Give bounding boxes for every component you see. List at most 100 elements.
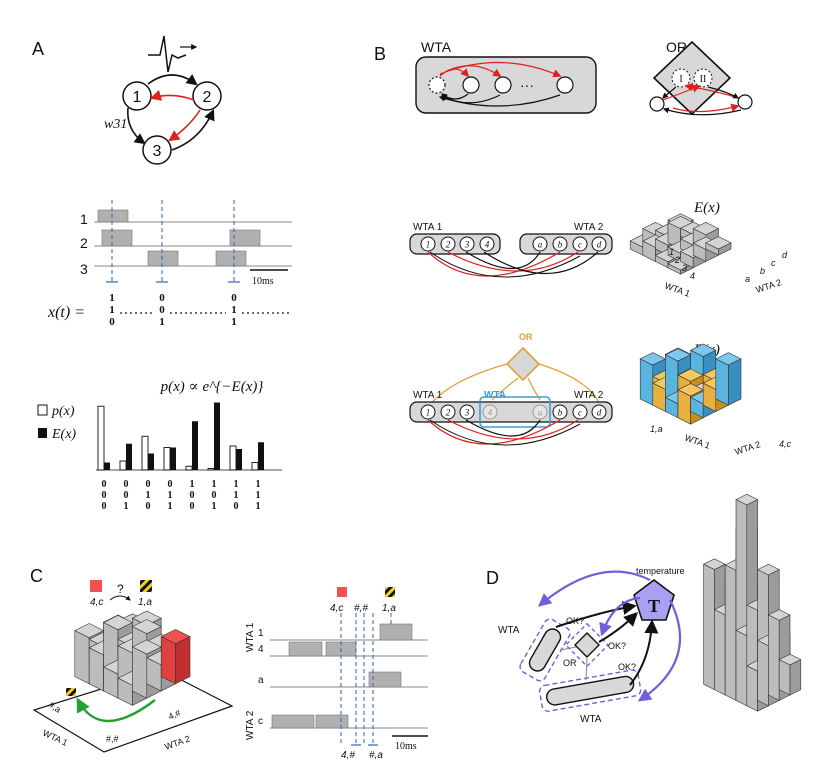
bar-p	[97, 405, 105, 471]
panel-c-raster: 4,c #,# 1,a WTA 1 WTA 2 1 4 a c 4,# #,a …	[245, 587, 428, 761]
transition-arrow-green	[76, 697, 156, 723]
wta-unit	[420, 236, 436, 252]
marker-1a-icon	[385, 587, 395, 597]
landscape-block	[789, 659, 802, 696]
bar-e	[214, 402, 220, 470]
category-tick: 0	[124, 479, 129, 490]
wta-unit-label: 1	[426, 240, 431, 250]
or-label-d: OR	[563, 658, 577, 668]
svg-text:···: ···	[520, 77, 534, 93]
from-state: 4,c	[90, 597, 103, 608]
svg-text:a: a	[745, 274, 750, 284]
spike-icon	[148, 35, 187, 73]
svg-text:3: 3	[682, 263, 687, 273]
svg-text:I: I	[679, 74, 682, 85]
bar-p	[251, 462, 259, 471]
ok-label-3: OK?	[618, 662, 636, 672]
category-tick: 1	[124, 501, 129, 512]
category-tick: 0	[124, 490, 129, 501]
category-tick: 0	[146, 501, 151, 512]
panel-a-raster: 1 2 3 10ms	[80, 200, 292, 287]
svg-text:WTA 1: WTA 1	[663, 280, 691, 298]
wta-unit-label: 3	[464, 240, 470, 250]
raster-row-3: 3	[80, 261, 88, 277]
state-1a-marker-icon	[140, 580, 152, 592]
landscape-block	[768, 614, 780, 701]
wta-unit-label: 2	[446, 408, 451, 418]
category-tick: 1	[190, 479, 195, 490]
panel-letter-d: D	[486, 568, 499, 588]
neuron-2-label: 2	[203, 89, 212, 106]
svg-text:c: c	[771, 258, 776, 268]
wta-unit-label: 4	[485, 240, 490, 250]
wta-unit	[459, 236, 475, 252]
wta-unit-label: a	[538, 408, 543, 418]
svg-text:1: 1	[231, 304, 237, 316]
top-marker-1a: 1,a	[382, 603, 396, 614]
wta-unit	[440, 236, 456, 252]
svg-text:2: 2	[674, 255, 680, 265]
legend-e-label: E(x)	[51, 427, 76, 442]
neuron-3	[142, 135, 172, 165]
landscape-block	[746, 665, 758, 712]
category-tick: 1	[146, 490, 151, 501]
svg-text:WTA 2: WTA 2	[163, 733, 191, 751]
or-input-left	[649, 96, 665, 112]
panel-b-energy-1: E(x) 1 2 3 4 a b c d WTA 1 WTA 2	[629, 200, 788, 299]
wta-unit-label: b	[558, 408, 563, 418]
panel-letter-a: A	[32, 39, 44, 59]
category-tick: 1	[256, 479, 261, 490]
category-tick: 1	[212, 501, 217, 512]
panel-letter-c: C	[30, 566, 43, 586]
wta-unit	[479, 236, 495, 252]
wta-unit-label: c	[578, 408, 582, 418]
bar-p	[185, 465, 193, 471]
wta-unit-label: a	[538, 240, 543, 250]
category-tick: 0	[234, 501, 239, 512]
bar-e	[170, 447, 176, 470]
wta-unit	[459, 404, 475, 420]
wta-unit-label: d	[597, 240, 602, 250]
temperature-symbol: T	[648, 596, 660, 616]
state-label: x(t) =	[47, 304, 85, 321]
wta-unit-label: d	[597, 408, 602, 418]
floor-label-hh: #,#	[106, 734, 119, 744]
category-tick: 0	[190, 501, 195, 512]
panel-d-architecture: temperature T WTA WTA OR OK? OK? OK?	[498, 566, 685, 725]
panel-letter-b: B	[374, 44, 386, 64]
wta-unit	[482, 404, 498, 420]
floor-label-4h: 4,#	[167, 707, 183, 721]
panel-a-chart: p(x) ∝ e^{−E(x)} p(x) E(x) 0000010100111…	[37, 379, 282, 512]
svg-text:1: 1	[109, 292, 115, 304]
category-tick: 1	[168, 501, 173, 512]
svg-text:WTA 2: WTA 2	[755, 277, 783, 295]
landscape-block	[714, 609, 726, 696]
or-diamond-d	[574, 632, 600, 658]
wta-label: WTA	[421, 39, 452, 55]
category-tick: 0	[212, 490, 217, 501]
ok-label-2: OK?	[608, 641, 626, 651]
category-tick: 0	[102, 501, 107, 512]
or-unit-2	[693, 68, 713, 88]
landscape-block	[778, 659, 791, 696]
neuron-3-label: 3	[153, 143, 162, 160]
raster-row-1: 1	[80, 211, 88, 227]
category-tick: 1	[168, 490, 173, 501]
wta-unit-label: 2	[446, 240, 451, 250]
to-state: 1,a	[138, 597, 152, 608]
svg-text:d: d	[782, 250, 788, 260]
wta2-label: WTA 2	[574, 222, 604, 233]
wta-unit	[494, 76, 512, 94]
bar-e	[192, 421, 198, 470]
bar-group	[97, 402, 264, 471]
bar-p	[163, 447, 171, 471]
bar-e	[258, 442, 264, 470]
temperature-label: temperature	[636, 566, 685, 576]
wta-label-left: WTA	[498, 625, 520, 636]
svg-text:c: c	[258, 716, 263, 727]
svg-text:WTA 1: WTA 1	[683, 432, 711, 450]
wta-unit	[572, 404, 588, 420]
raster-scale-bar: 10ms	[252, 276, 274, 287]
wta-unit-label: b	[558, 240, 563, 250]
